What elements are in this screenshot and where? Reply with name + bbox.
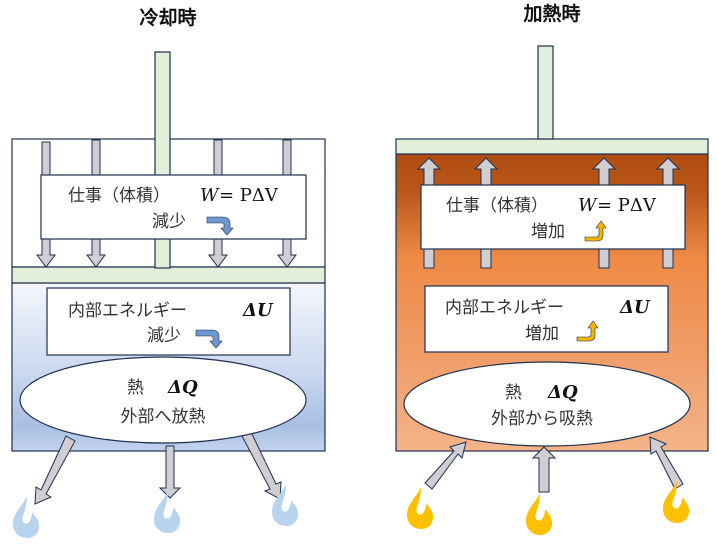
heat-arrow-in [424,441,467,490]
work-box: 仕事（体積） W = PΔV 増加 [420,184,686,250]
hot-flame-icon [407,487,434,529]
internal-energy-change: 増加 [525,324,559,344]
internal-energy-symbol: ΔU [619,297,651,318]
heat-arrows [34,431,282,505]
heat-label: 熱 [505,383,522,403]
increase-arrow-icon [576,320,599,342]
heating-title: 加熱時 [522,2,580,25]
cooling-panel: 冷却時 仕事（体積） W = PΔV 減少 内部エネルギー ΔU [11,6,326,538]
heat-description: 外部へ放熱 [121,407,206,427]
heat-ellipse: 熱 ΔQ 外部から吸熱 [403,361,691,447]
work-symbol: W [200,185,220,206]
cool-flame-icon [154,491,181,533]
internal-energy-box: 内部エネルギー ΔU 増加 [424,285,669,353]
internal-energy-change: 減少 [147,326,181,346]
heating-panel: 加熱時 仕事（体積） W = PΔV 増加 内部エネルギー ΔU 増加 [395,2,709,535]
work-change: 増加 [531,222,565,242]
heat-symbol: ΔQ [167,377,198,398]
internal-energy-label: 内部エネルギー [445,298,564,318]
work-label: 仕事（体積） [446,196,548,216]
cooling-title: 冷却時 [139,6,196,29]
hot-flame-icon [526,493,553,535]
piston-plate [395,138,709,155]
piston-rod [537,45,554,140]
decrease-arrow-icon [195,329,223,349]
heat-description: 外部から吸熱 [491,409,593,429]
heat-arrow-in [649,436,684,490]
heat-arrow-out [34,435,76,505]
cool-flames [13,484,299,538]
heat-symbol: ΔQ [547,382,578,403]
decrease-arrow-icon [206,216,234,236]
heat-arrow-out [241,431,282,500]
heat-arrow-out [158,445,182,499]
heat-label: 熱 [127,378,144,398]
work-symbol: W [578,195,598,216]
hot-flame-icon [663,481,690,523]
work-change: 減少 [152,212,186,232]
internal-energy-symbol: ΔU [242,300,274,321]
internal-energy-box: 内部エネルギー ΔU 減少 [46,287,291,356]
increase-arrow-icon [584,220,607,242]
work-equation: = PΔV [219,185,279,206]
work-label: 仕事（体積） [68,186,170,206]
heat-arrows [424,436,684,493]
heat-arrow-in [531,446,557,493]
piston-plate [11,266,326,284]
work-equation: = PΔV [597,195,657,216]
work-box: 仕事（体積） W = PΔV 減少 [40,174,307,240]
heat-ellipse: 熱 ΔQ 外部へ放熱 [19,356,307,444]
internal-energy-label: 内部エネルギー [68,301,187,321]
